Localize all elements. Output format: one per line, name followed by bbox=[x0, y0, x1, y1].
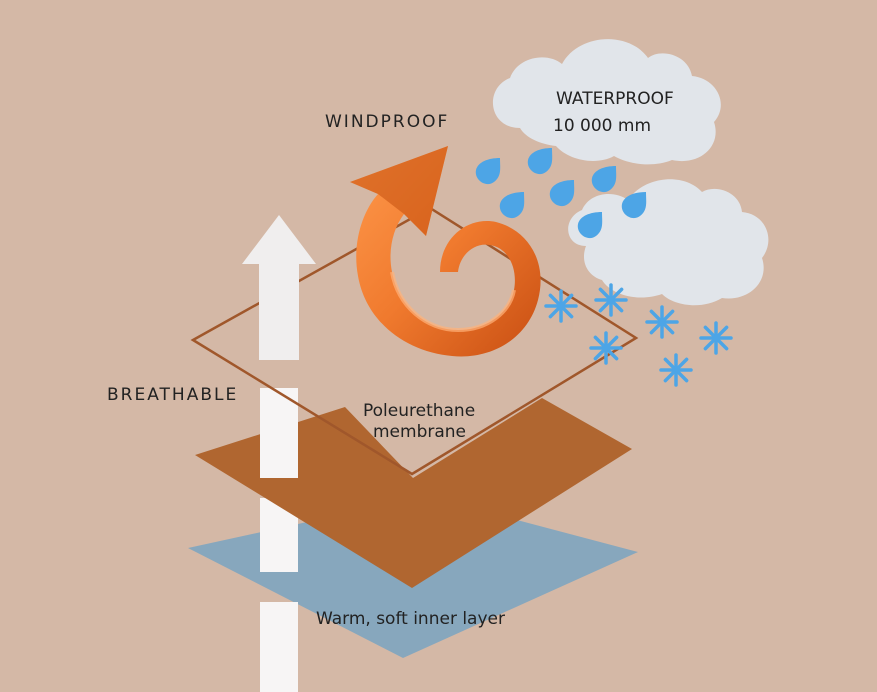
raindrop-icon bbox=[475, 158, 501, 185]
outer-layer-outline bbox=[190, 206, 639, 476]
raindrop-icon bbox=[591, 166, 617, 193]
inner-layer-label: Warm, soft inner layer bbox=[316, 609, 505, 629]
snowflake-icon bbox=[589, 331, 623, 365]
waterproof-rating: 10 000 mm bbox=[553, 116, 651, 136]
waterproof-label: WATERPROOF bbox=[556, 89, 674, 109]
cloud-icon bbox=[568, 179, 769, 306]
breathable-label: BREATHABLE bbox=[107, 385, 238, 405]
membrane-label-line1: Poleurethane bbox=[363, 401, 475, 421]
snowflakes bbox=[544, 283, 733, 387]
raindrop-icon bbox=[621, 192, 647, 219]
wind-swirl-icon bbox=[350, 146, 541, 357]
raindrop-icon bbox=[549, 180, 575, 207]
raindrop-icon bbox=[577, 212, 603, 239]
cloud-icon bbox=[492, 39, 721, 165]
snowflake-icon bbox=[594, 283, 628, 317]
membrane-label-line2: membrane bbox=[373, 422, 466, 442]
raindrops bbox=[475, 148, 647, 239]
snowflake-icon bbox=[544, 289, 578, 323]
windproof-label: WINDPROOF bbox=[325, 112, 449, 132]
raindrop-icon bbox=[499, 192, 525, 219]
breathable-arrow-shaft-bottom bbox=[260, 602, 298, 692]
raindrop-icon bbox=[527, 148, 553, 175]
membrane-layer bbox=[195, 398, 632, 588]
snowflake-icon bbox=[659, 353, 693, 387]
snowflake-icon bbox=[699, 321, 733, 355]
breathable-arrow-shaft-upper bbox=[260, 388, 298, 478]
snowflake-icon bbox=[645, 305, 679, 339]
up-arrow-icon bbox=[242, 215, 316, 360]
